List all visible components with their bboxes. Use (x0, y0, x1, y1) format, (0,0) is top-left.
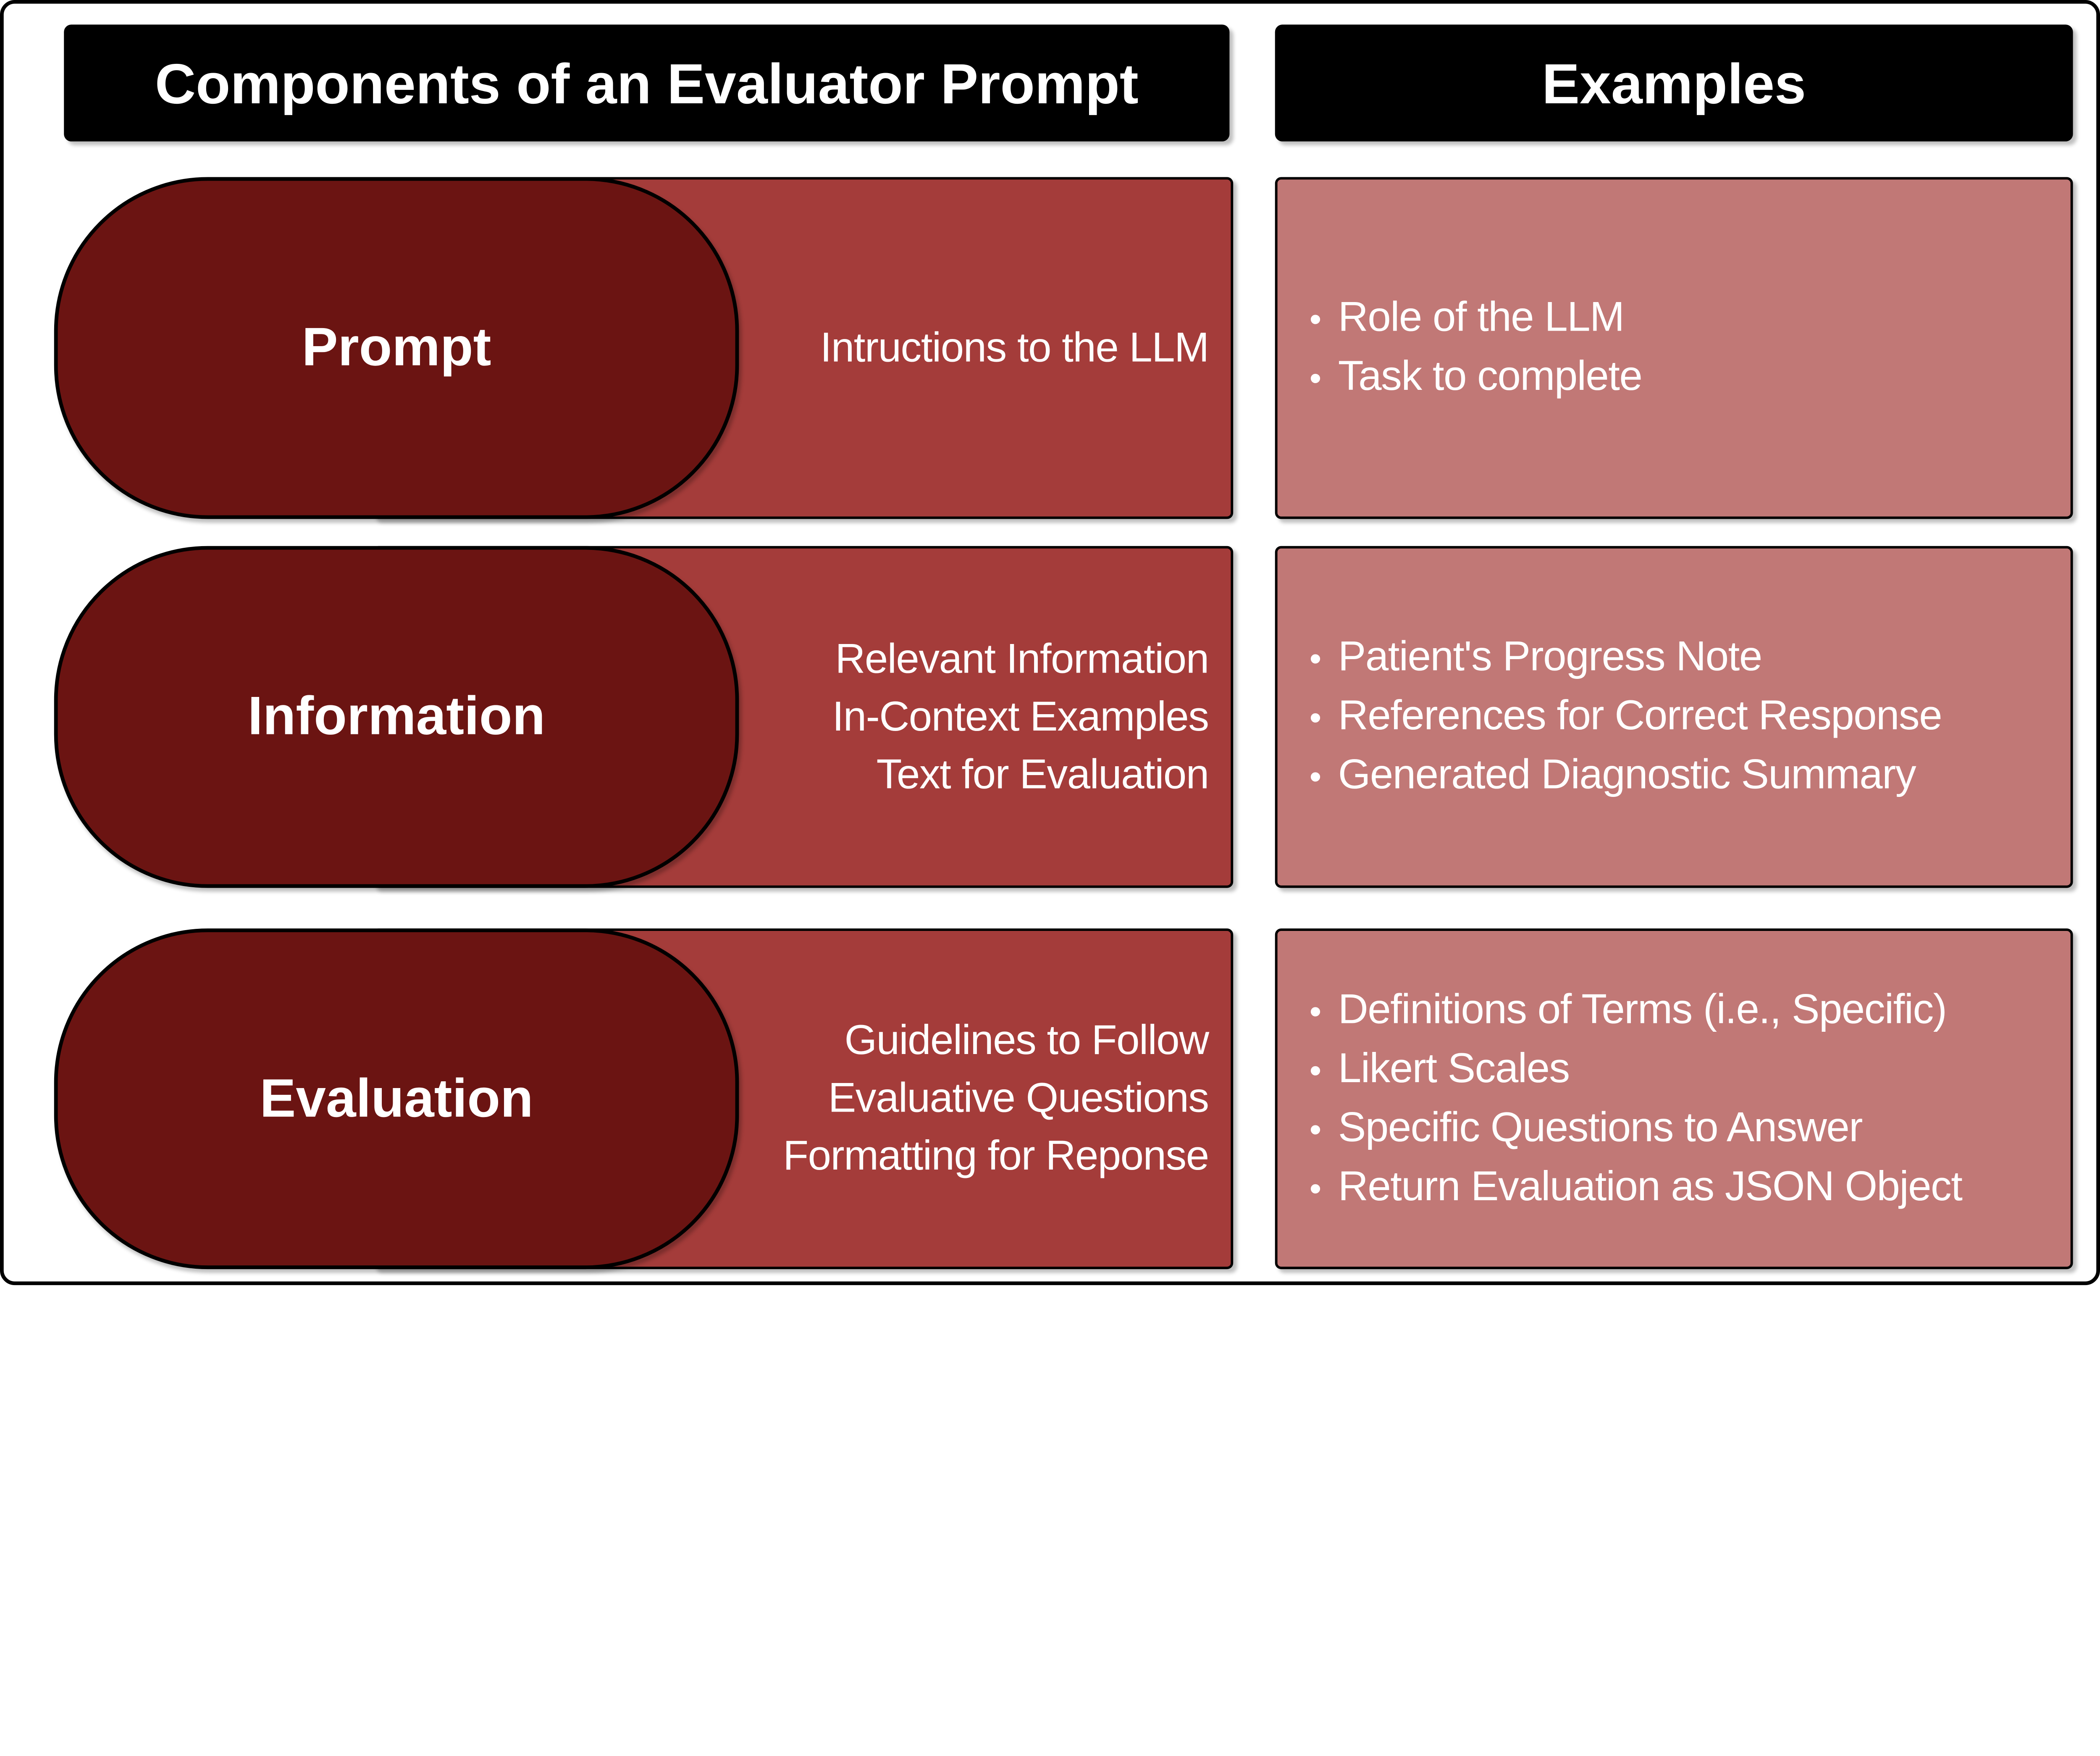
description-line: In-Context Examples (832, 693, 1210, 740)
example-item: • Specific Questions to Answer (1310, 1099, 2061, 1158)
description-line: Guidelines to Follow (844, 1017, 1209, 1064)
component-card-information: Relevant Information In-Context Examples… (373, 546, 1234, 888)
pill-evaluation: Evaluation (54, 928, 739, 1270)
bullet-icon: • (1309, 300, 1322, 339)
component-description: Intructions to the LLM (820, 319, 1209, 377)
component-description: Guidelines to Follow Evaluative Question… (783, 1012, 1209, 1186)
bullet-icon: • (1309, 991, 1322, 1030)
description-line: Intructions to the LLM (820, 324, 1209, 371)
example-text: Patient's Progress Note (1338, 633, 1762, 680)
example-item: • Role of the LLM (1310, 289, 2061, 348)
header-examples-title: Examples (1542, 51, 1806, 115)
example-text: Generated Diagnostic Summary (1338, 751, 1916, 798)
example-text: Role of the LLM (1338, 294, 1625, 341)
bullet-icon: • (1309, 1051, 1322, 1089)
diagram-canvas: Components of an Evaluator Prompt Exampl… (0, 0, 2100, 1285)
pill-information: Information (54, 546, 739, 888)
example-item: • Return Evaluation as JSON Object (1310, 1158, 2061, 1217)
example-item: • Task to complete (1310, 348, 2061, 407)
pill-information-label: Information (247, 686, 546, 747)
example-item: • Definitions of Terms (i.e., Specific) (1310, 981, 2061, 1040)
bullet-icon: • (1309, 639, 1322, 678)
example-text: Task to complete (1338, 353, 1643, 400)
bullet-icon: • (1309, 757, 1322, 796)
description-line: Evaluative Questions (828, 1075, 1209, 1122)
header-examples-bar: Examples (1275, 24, 2073, 142)
bullet-icon: • (1309, 698, 1322, 737)
row-evaluation: Guidelines to Follow Evaluative Question… (4, 928, 2096, 1270)
header-components-bar: Components of an Evaluator Prompt (64, 24, 1230, 142)
example-item: • Generated Diagnostic Summary (1310, 747, 2061, 806)
example-text: References for Correct Response (1338, 692, 1942, 739)
bullet-icon: • (1309, 359, 1322, 397)
component-description: Relevant Information In-Context Examples… (832, 630, 1210, 804)
row-prompt: Intructions to the LLM Prompt • Role of … (4, 177, 2096, 519)
description-line: Formatting for Reponse (783, 1133, 1209, 1180)
pill-prompt: Prompt (54, 177, 739, 519)
example-text: Likert Scales (1338, 1044, 1570, 1092)
examples-card-evaluation: • Definitions of Terms (i.e., Specific) … (1275, 928, 2073, 1270)
example-item: • Patient's Progress Note (1310, 628, 2061, 688)
bullet-icon: • (1309, 1169, 1322, 1207)
description-line: Text for Evaluation (876, 751, 1209, 798)
row-information: Relevant Information In-Context Examples… (4, 546, 2096, 888)
example-text: Specific Questions to Answer (1338, 1104, 1863, 1151)
example-item: • References for Correct Response (1310, 687, 2061, 747)
example-text: Return Evaluation as JSON Object (1338, 1162, 1963, 1210)
diagram-viewport: Components of an Evaluator Prompt Exampl… (0, 0, 2100, 1285)
example-item: • Likert Scales (1310, 1040, 2061, 1099)
bullet-icon: • (1309, 1109, 1322, 1148)
description-line: Relevant Information (835, 635, 1209, 682)
examples-card-information: • Patient's Progress Note • References f… (1275, 546, 2073, 888)
pill-prompt-label: Prompt (302, 317, 491, 378)
header-components-title: Components of an Evaluator Prompt (155, 51, 1139, 115)
example-text: Definitions of Terms (i.e., Specific) (1338, 986, 1947, 1033)
pill-evaluation-label: Evaluation (260, 1068, 533, 1128)
examples-card-prompt: • Role of the LLM • Task to complete (1275, 177, 2073, 519)
